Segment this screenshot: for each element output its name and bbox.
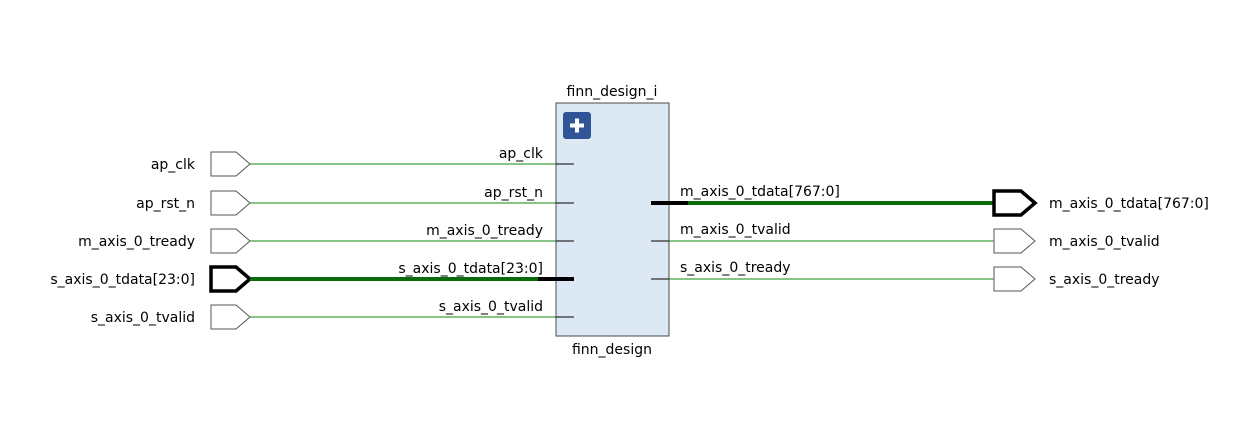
input-port-label: m_axis_0_tready [78, 234, 195, 250]
output-port-label: m_axis_0_tdata[767:0] [1049, 196, 1209, 212]
output-ports: m_axis_0_tdata[767:0] m_axis_0_tdata[767:… [651, 184, 1209, 292]
input-port-s-axis-0-tvalid[interactable]: s_axis_0_tvalid s_axis_0_tvalid [91, 299, 574, 330]
input-port-shape[interactable] [209, 265, 253, 293]
output-port-shape[interactable] [993, 228, 1036, 254]
input-port-label: ap_rst_n [136, 196, 195, 212]
input-port-label: s_axis_0_tdata[23:0] [50, 272, 195, 288]
block-pin-label: s_axis_0_tvalid [439, 299, 543, 315]
input-port-shape[interactable] [210, 304, 251, 330]
block-pin-label: m_axis_0_tvalid [680, 222, 791, 238]
ip-block[interactable] [555, 102, 670, 337]
input-port-shape[interactable] [210, 190, 251, 216]
block-instance-name: finn_design_i [567, 84, 658, 100]
block-pin-label: m_axis_0_tready [426, 223, 543, 239]
plus-icon[interactable] [563, 112, 591, 139]
output-port-label: m_axis_0_tvalid [1049, 234, 1160, 250]
output-port-shape[interactable] [993, 266, 1036, 292]
output-port-m-axis-0-tvalid[interactable]: m_axis_0_tvalid m_axis_0_tvalid [651, 222, 1160, 254]
block-pin-label: m_axis_0_tdata[767:0] [680, 184, 840, 200]
output-port-label: s_axis_0_tready [1049, 272, 1160, 288]
block-pin-label: s_axis_0_tready [680, 260, 791, 276]
output-port-shape[interactable] [992, 189, 1038, 217]
block-pin-label: ap_rst_n [484, 185, 543, 201]
input-ports: ap_clk ap_clk ap_rst_n ap_rst_n m_axis_0_tre… [50, 146, 574, 330]
input-port-label: s_axis_0_tvalid [91, 310, 195, 326]
block-pin-label: s_axis_0_tdata[23:0] [398, 261, 543, 277]
block-pin-label: ap_clk [499, 146, 544, 162]
input-port-m-axis-0-tready[interactable]: m_axis_0_tready m_axis_0_tready [78, 223, 574, 254]
output-port-s-axis-0-tready[interactable]: s_axis_0_tready s_axis_0_tready [651, 260, 1160, 292]
input-port-ap-clk[interactable]: ap_clk ap_clk [151, 146, 574, 177]
input-port-label: ap_clk [151, 157, 196, 173]
input-port-ap-rst-n[interactable]: ap_rst_n ap_rst_n [136, 185, 574, 216]
input-port-shape[interactable] [210, 151, 251, 177]
output-port-m-axis-0-tdata-767-0[interactable]: m_axis_0_tdata[767:0] m_axis_0_tdata[767:… [651, 184, 1209, 217]
input-port-s-axis-0-tdata-23-0[interactable]: s_axis_0_tdata[23:0] s_axis_0_tdata[23:0] [50, 261, 574, 293]
block-module-name: finn_design [572, 342, 652, 358]
input-port-shape[interactable] [210, 228, 251, 254]
